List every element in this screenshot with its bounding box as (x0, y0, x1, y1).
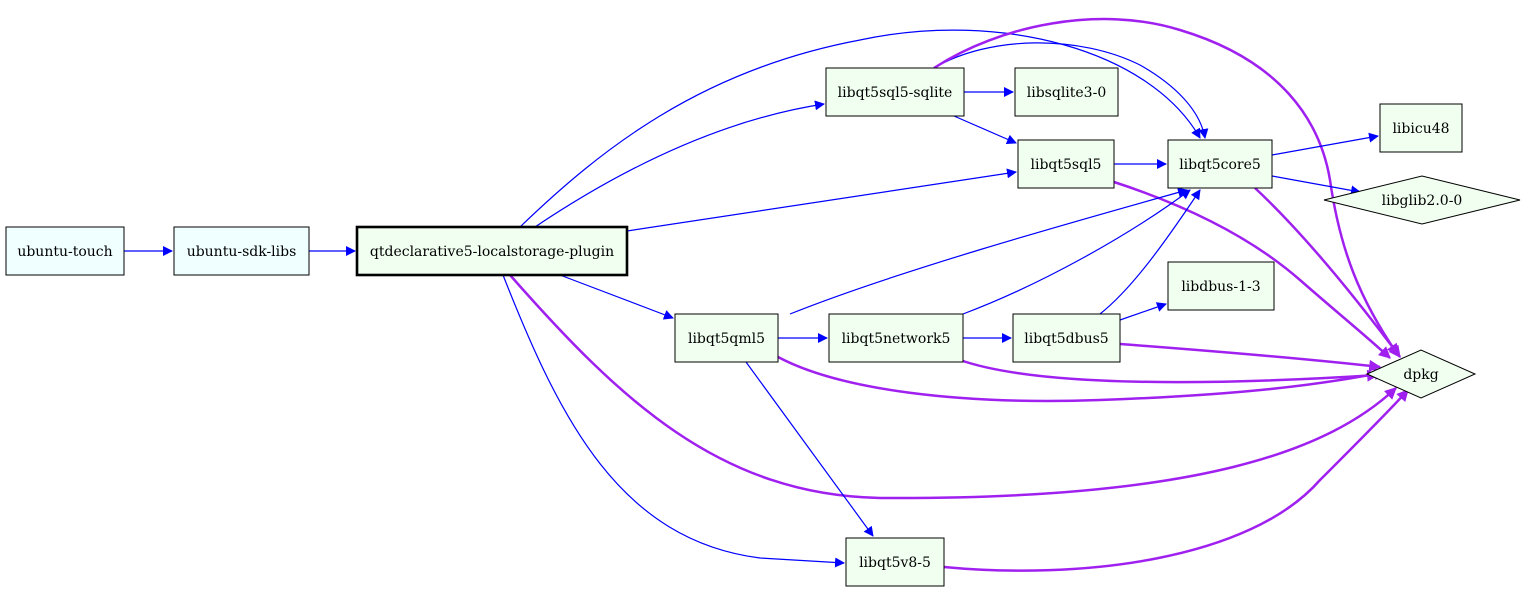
node-dpkg: dpkg (1365, 349, 1477, 399)
node-libqt5v8-5: libqt5v8-5 (845, 537, 945, 587)
node-shape-libqt5network5 (828, 313, 964, 363)
node-shape-libqt5sql5 (1017, 139, 1115, 189)
node-label-qtdeclarative5-localstorage-plugin: qtdeclarative5-localstorage-plugin (370, 244, 614, 260)
node-label-libqt5sql5-sqlite: libqt5sql5-sqlite (838, 85, 953, 101)
edge-libqt5v8-5-to-dpkg (943, 389, 1409, 572)
node-qtdeclarative5-localstorage-plugin: qtdeclarative5-localstorage-plugin (355, 225, 629, 277)
edge-qtdeclarative5-localstorage-plugin-to-dpkg (509, 274, 1397, 500)
node-shape-libqt5sql5-sqlite (825, 67, 965, 117)
edge-libqt5core5-to-dpkg (1254, 187, 1402, 358)
node-shape-libsqlite3-0 (1014, 67, 1119, 117)
node-shape-libglib2.0-0 (1323, 175, 1521, 225)
edge-libqt5qml5-to-libqt5v8-5 (745, 361, 874, 537)
edge-qtdeclarative5-localstorage-plugin-to-libqt5qml5 (559, 274, 674, 320)
node-shape-libqt5v8-5 (845, 537, 945, 587)
node-label-libqt5dbus5: libqt5dbus5 (1024, 331, 1108, 347)
edge-libqt5qml5-to-dpkg (777, 355, 1387, 403)
edge-libqt5core5-to-libglib2.0-0 (1271, 175, 1361, 196)
node-label-libqt5network5: libqt5network5 (842, 331, 951, 347)
node-shape-ubuntu-sdk-libs (173, 226, 310, 276)
edge-libqt5sql5-sqlite-to-libqt5core5 (933, 42, 1209, 139)
node-shape-qtdeclarative5-localstorage-plugin (355, 225, 629, 277)
node-shape-dpkg (1365, 349, 1477, 399)
node-label-dpkg: dpkg (1403, 367, 1438, 383)
node-ubuntu-sdk-libs: ubuntu-sdk-libs (173, 226, 310, 276)
node-libqt5sql5-sqlite: libqt5sql5-sqlite (825, 67, 965, 117)
nodes-layer: ubuntu-touch ubuntu-sdk-libs qtdeclarative… (5, 67, 1521, 587)
edges-layer (124, 17, 1409, 572)
node-label-libqt5v8-5: libqt5v8-5 (859, 555, 931, 571)
node-label-ubuntu-touch: ubuntu-touch (17, 244, 112, 260)
edge-libqt5sql5-sqlite-to-libqt5sql5 (953, 115, 1017, 144)
node-label-libicu48: libicu48 (1392, 121, 1449, 137)
edge-libqt5dbus5-to-libdbus-1-3 (1119, 302, 1167, 321)
edge-libqt5sql5-sqlite-to-dpkg (933, 17, 1400, 356)
node-label-libglib2.0-0: libglib2.0-0 (1382, 193, 1463, 209)
node-libqt5dbus5: libqt5dbus5 (1012, 313, 1121, 363)
node-libglib2.0-0: libglib2.0-0 (1323, 175, 1521, 225)
node-shape-libqt5core5 (1167, 139, 1273, 189)
node-libqt5qml5: libqt5qml5 (674, 313, 779, 363)
node-shape-ubuntu-touch (5, 226, 125, 276)
node-label-libqt5qml5: libqt5qml5 (688, 331, 765, 347)
edge-libqt5core5-to-libicu48 (1271, 132, 1379, 156)
edge-qtdeclarative5-localstorage-plugin-to-libqt5sql5 (626, 168, 1017, 232)
edge-libqt5sql5-to-dpkg (1113, 180, 1391, 359)
edge-libqt5network5-to-libqt5core5 (962, 189, 1191, 315)
node-libqt5sql5: libqt5sql5 (1017, 139, 1115, 189)
node-shape-libqt5qml5 (674, 313, 779, 363)
node-label-ubuntu-sdk-libs: ubuntu-sdk-libs (187, 244, 297, 260)
node-label-libsqlite3-0: libsqlite3-0 (1027, 85, 1106, 101)
node-libqt5network5: libqt5network5 (828, 313, 964, 363)
node-libdbus-1-3: libdbus-1-3 (1167, 261, 1275, 311)
node-libicu48: libicu48 (1379, 103, 1463, 153)
node-libsqlite3-0: libsqlite3-0 (1014, 67, 1119, 117)
edge-libqt5network5-to-dpkg (959, 358, 1380, 384)
edge-qtdeclarative5-localstorage-plugin-to-libqt5core5 (519, 29, 1201, 228)
edge-libqt5qml5-to-libqt5core5 (789, 187, 1188, 315)
node-shape-libdbus-1-3 (1167, 261, 1275, 311)
node-shape-libqt5dbus5 (1012, 313, 1121, 363)
node-shape-libicu48 (1379, 103, 1463, 153)
edge-libqt5dbus5-to-dpkg (1119, 342, 1382, 372)
edge-qtdeclarative5-localstorage-plugin-to-libqt5v8-5 (502, 274, 845, 568)
node-label-libqt5core5: libqt5core5 (1179, 157, 1261, 173)
node-label-libqt5sql5: libqt5sql5 (1031, 157, 1102, 173)
edge-libqt5dbus5-to-libqt5core5 (1099, 189, 1201, 315)
edge-qtdeclarative5-localstorage-plugin-to-libqt5sql5-sqlite (534, 100, 825, 228)
node-libqt5core5: libqt5core5 (1167, 139, 1273, 189)
node-ubuntu-touch: ubuntu-touch (5, 226, 125, 276)
node-label-libdbus-1-3: libdbus-1-3 (1181, 279, 1260, 295)
